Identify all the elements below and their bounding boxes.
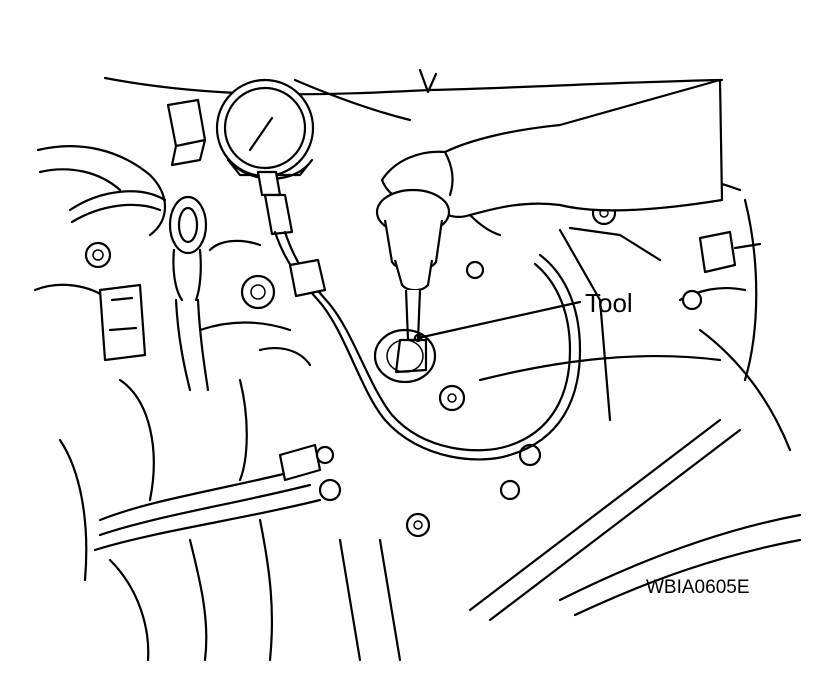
gauge-hose (273, 230, 582, 461)
tool-leader-line (416, 300, 582, 340)
engine-background (33, 68, 802, 662)
tool-label: Tool (585, 288, 633, 318)
tool-callout: Tool (413, 288, 633, 343)
tool-adapter (373, 188, 451, 384)
oil-pressure-gauge (215, 78, 582, 461)
figure-code: WBIA0605E (646, 577, 750, 598)
